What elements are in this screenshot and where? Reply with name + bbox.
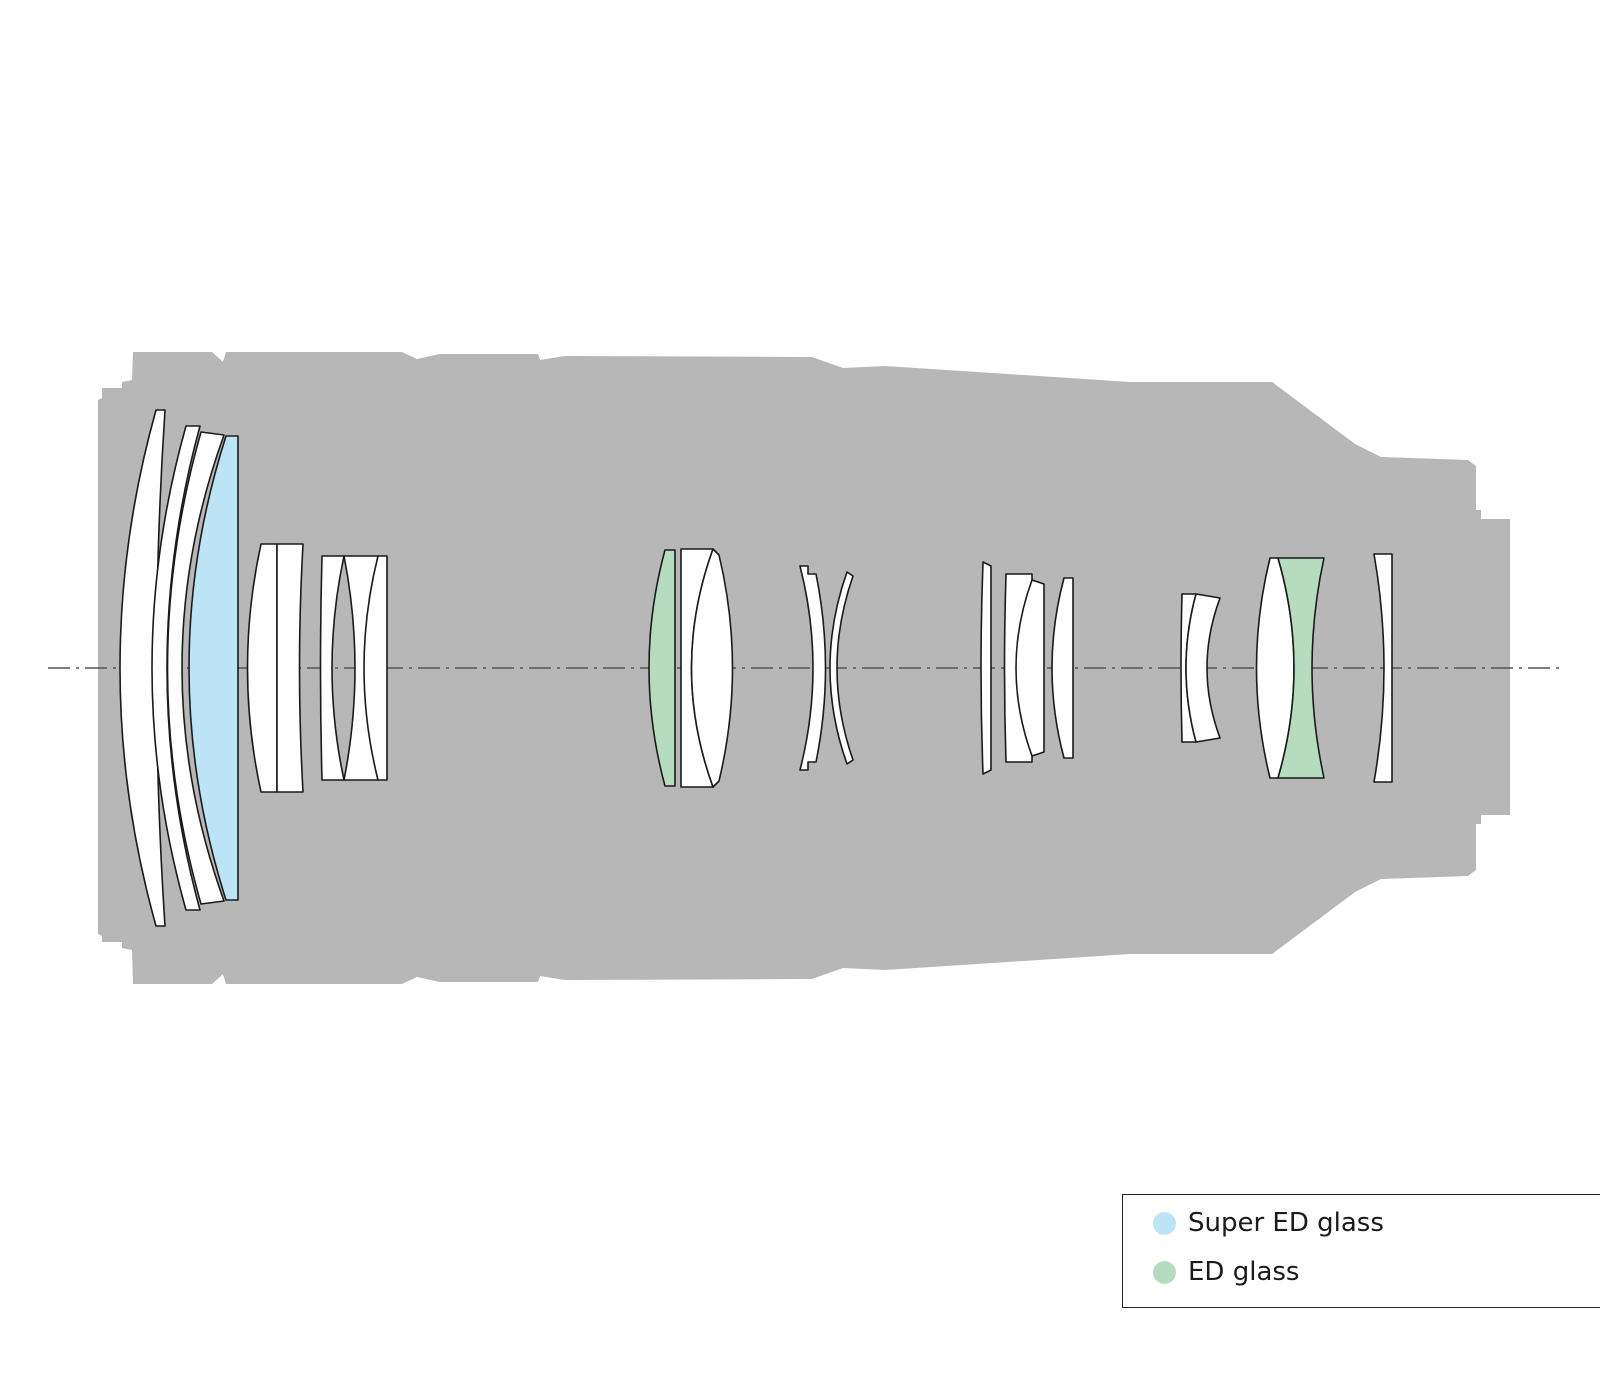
lens-element-5 (246, 543, 278, 793)
lens-element-10-ed (648, 549, 676, 787)
lens-element-13 (799, 565, 827, 771)
lens-element-9 (363, 555, 388, 781)
lens-element-12 (690, 548, 734, 788)
lens-element-2 (151, 425, 201, 911)
legend-item-super-ed-glass: Super ED glass (1153, 1205, 1384, 1241)
lens-element-6 (276, 543, 304, 793)
lens-element-17 (1015, 579, 1045, 757)
lens-element-14 (829, 571, 854, 765)
lens-element-22-ed (1277, 557, 1325, 779)
legend-item-ed-glass: ED glass (1153, 1254, 1299, 1290)
glass-type-legend: Super ED glass ED glass (1122, 1194, 1600, 1308)
lens-element-4-super-ed (188, 435, 239, 901)
lens-element-23 (1373, 553, 1393, 783)
lens-element-18 (1051, 577, 1074, 759)
lens-element-3 (166, 431, 225, 905)
ed-glass-swatch (1153, 1260, 1176, 1284)
legend-label-super-ed-glass: Super ED glass (1188, 1208, 1384, 1238)
lens-element-15 (980, 561, 992, 775)
super-ed-glass-swatch (1153, 1211, 1176, 1235)
lens-element-20 (1185, 593, 1221, 743)
legend-label-ed-glass: ED glass (1188, 1257, 1300, 1287)
